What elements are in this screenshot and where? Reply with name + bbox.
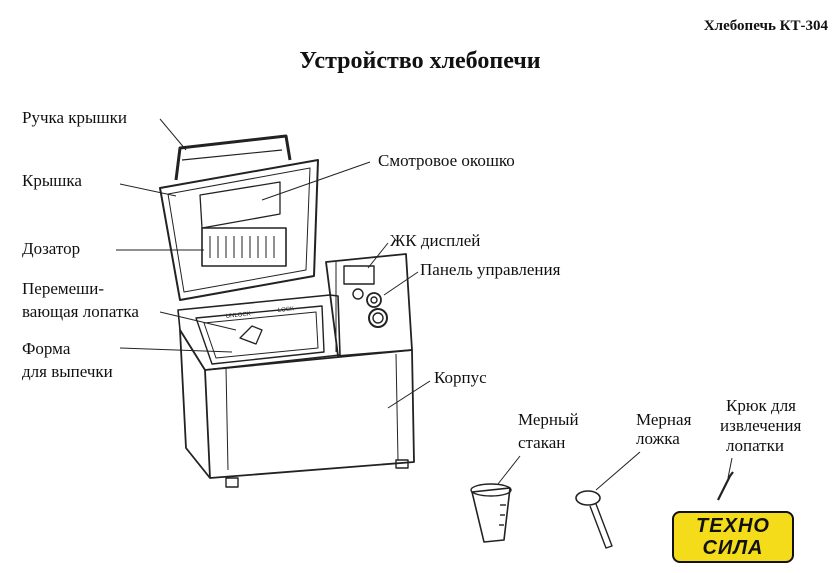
measuring-spoon	[575, 490, 601, 506]
label-hook-line1: Крюк для	[726, 396, 797, 415]
paddle-hook	[717, 471, 734, 501]
label-lcd: ЖК дисплей	[390, 231, 481, 250]
label-spoon-line2: ложка	[636, 429, 680, 448]
control-panel	[325, 253, 413, 357]
logo-line1: ТЕХНО	[696, 515, 770, 537]
logo-line2: СИЛА	[702, 537, 764, 559]
label-spoon-line1: Мерная	[636, 410, 692, 429]
label-paddle-line1: Перемеши-	[22, 279, 105, 298]
unlock-marking: UNLOCK	[226, 311, 252, 320]
viewing-window	[199, 181, 281, 229]
start-knob	[368, 308, 388, 328]
label-control-panel: Панель управления	[420, 260, 561, 279]
label-paddle-line2: вающая лопатка	[22, 302, 139, 321]
label-cup-line1: Мерный	[518, 410, 579, 429]
page-title: Устройство хлебопечи	[299, 48, 541, 74]
lid	[159, 159, 319, 301]
label-hook-line2: извлечения	[720, 416, 802, 435]
model-header: Хлебопечь КТ-304	[703, 18, 828, 34]
label-hook-line3: лопатки	[726, 436, 784, 455]
dispenser	[201, 227, 287, 267]
control-button-1	[352, 288, 364, 300]
control-button-2	[366, 292, 382, 308]
label-pan-line1: Форма	[22, 339, 71, 358]
lid-handle	[174, 134, 292, 181]
label-window: Смотровое окошко	[378, 151, 515, 170]
body-housing	[179, 329, 211, 479]
label-dispenser: Дозатор	[22, 239, 81, 258]
label-body: Корпус	[434, 368, 487, 387]
measuring-cup	[471, 487, 511, 543]
bread-pan	[195, 305, 325, 365]
technosila-logo: ТЕХНО СИЛА	[672, 511, 794, 563]
lock-marking: LOCK	[278, 306, 295, 314]
label-lid: Крышка	[22, 171, 82, 190]
label-handle: Ручка крышки	[22, 108, 127, 127]
label-cup-line2: стакан	[518, 433, 566, 452]
kneading-paddle	[239, 325, 263, 345]
lcd-display	[343, 265, 375, 285]
label-pan-line2: для выпечки	[22, 362, 113, 381]
